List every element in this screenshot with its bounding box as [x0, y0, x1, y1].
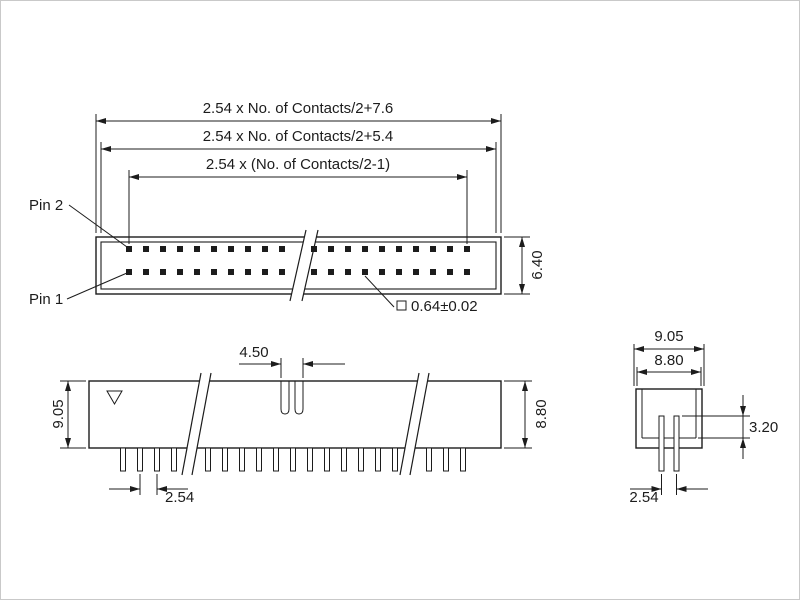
- end-view: 9.05 8.80 3.20 2.54: [629, 328, 778, 506]
- polarization-key-slot: [280, 381, 290, 415]
- break-line: [409, 372, 430, 476]
- pin-square-text: 0.64±0.02: [411, 298, 478, 315]
- break-mask: [182, 373, 211, 475]
- dim-key-width: 4.50: [239, 344, 345, 378]
- leader-line: [68, 204, 128, 248]
- break-line: [191, 372, 212, 476]
- dim-width-outer-text: 9.05: [654, 328, 683, 345]
- dim-body-text: 2.54 x No. of Contacts/2+5.4: [203, 128, 394, 145]
- dim-pin-length: 3.20: [682, 395, 778, 459]
- top-view: 2.54 x No. of Contacts/2+7.6 2.54 x No. …: [29, 100, 546, 315]
- dim-body-length: 2.54 x No. of Contacts/2+5.4: [100, 128, 497, 233]
- dim-width-outer: 9.05: [633, 328, 705, 386]
- dim-height-left: 9.05: [50, 380, 86, 449]
- square-symbol-icon: [396, 300, 407, 311]
- break-mask: [400, 373, 429, 475]
- polarization-key-slot: [294, 381, 304, 415]
- dim-pin-length-text: 3.20: [749, 419, 778, 436]
- dim-height-640: 6.40: [504, 236, 546, 295]
- pin1-callout: Pin 1: [29, 272, 128, 308]
- dim-height-text: 6.40: [529, 250, 546, 279]
- dim-height-right-text: 8.80: [533, 399, 550, 428]
- break-line: [181, 372, 202, 476]
- pin2-callout: Pin 2: [29, 197, 128, 248]
- front-view: 4.50 9.05 8.80 2.54: [50, 344, 550, 506]
- break-line: [399, 372, 420, 476]
- dim-height-right: 8.80: [504, 380, 550, 449]
- end-view-pin: [673, 415, 680, 472]
- dim-pitch-front: 2.54: [109, 474, 194, 506]
- leader-line: [364, 275, 395, 308]
- break-line: [301, 229, 319, 302]
- pin1-label: Pin 1: [29, 291, 63, 308]
- contact-row-top: [126, 246, 470, 252]
- dim-pin-span: 2.54 x (No. of Contacts/2-1): [128, 156, 468, 244]
- dim-width-inner: 8.80: [636, 352, 702, 386]
- dim-pitch-end-text: 2.54: [629, 489, 658, 506]
- dim-height-left-text: 9.05: [50, 399, 67, 428]
- dim-overall-length: 2.54 x No. of Contacts/2+7.6: [95, 100, 502, 233]
- break-line: [289, 229, 307, 302]
- dim-key-width-text: 4.50: [239, 344, 268, 361]
- dim-width-inner-text: 8.80: [654, 352, 683, 369]
- dim-overall-text: 2.54 x No. of Contacts/2+7.6: [203, 100, 394, 117]
- pin-square-callout: 0.64±0.02: [364, 275, 478, 315]
- dim-pitch-front-text: 2.54: [165, 489, 194, 506]
- end-view-pin: [658, 415, 665, 472]
- leader-line: [66, 272, 128, 300]
- dim-pitch-end: 2.54: [629, 474, 708, 506]
- end-view-body: [635, 388, 703, 449]
- solder-pins: [120, 447, 466, 472]
- pin2-label: Pin 2: [29, 197, 63, 214]
- orientation-mark-icon: [106, 390, 123, 406]
- contact-row-bottom: [126, 269, 470, 275]
- dim-pin-span-text: 2.54 x (No. of Contacts/2-1): [206, 156, 390, 173]
